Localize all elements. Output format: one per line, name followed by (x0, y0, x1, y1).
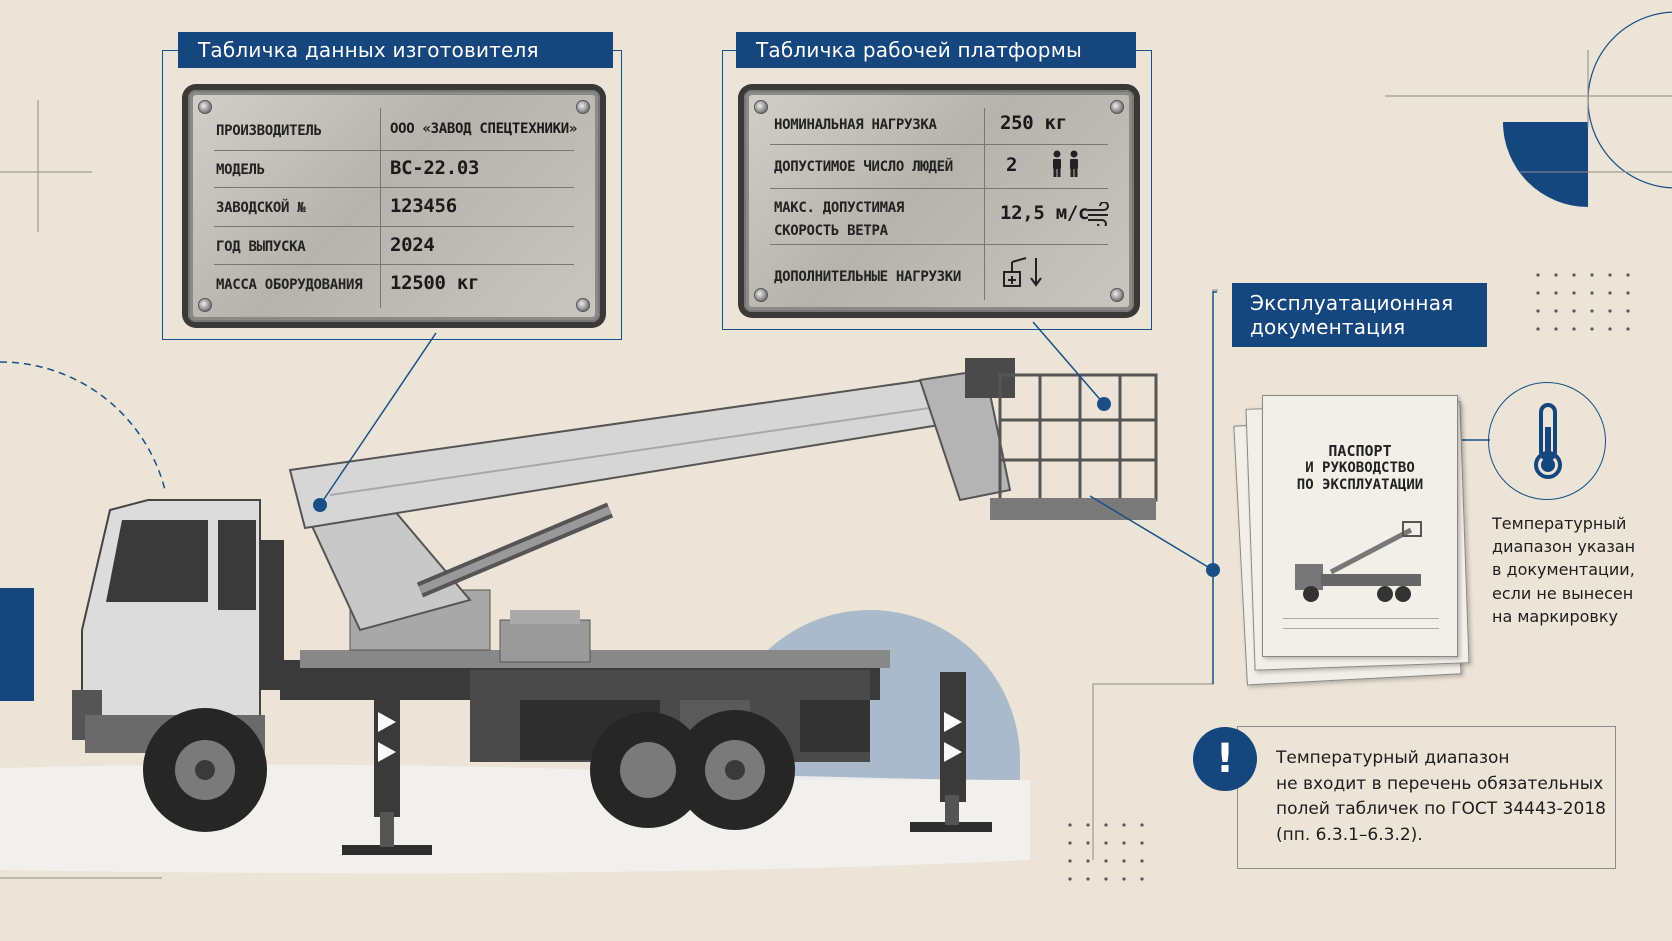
doc-truck-thumbnail (1295, 521, 1422, 602)
wind-icon (1088, 202, 1109, 226)
plate-label-rated-load: НОМИНАЛЬНАЯ НАГРУЗКА (774, 117, 937, 133)
plate-value-year: 2024 (390, 234, 435, 256)
doc-title-line3: ПО ЭКСПЛУАТАЦИИ (1296, 476, 1424, 493)
platform-plate: НОМИНАЛЬНАЯ НАГРУЗКА 250 кг ДОПУСТИМОЕ Ч… (744, 90, 1134, 312)
manufacturer-plate: ПРОИЗВОДИТЕЛЬ ООО «ЗАВОД СПЕЦТЕХНИКИ» МО… (188, 90, 600, 322)
plate-label-year: ГОД ВЫПУСКА (216, 239, 306, 255)
documentation-header-line1: Эксплуатационная (1250, 291, 1454, 315)
warning-note: Температурный диапазон не входит в переч… (1276, 748, 1606, 845)
plate-label-extra-loads: ДОПОЛНИТЕЛЬНЫЕ НАГРУЗКИ (774, 269, 961, 285)
plate-label-wind-line2: СКОРОСТЬ ВЕТРА (774, 223, 888, 239)
thermometer-icon (1488, 382, 1606, 500)
plate-label-manufacturer: ПРОИЗВОДИТЕЛЬ (216, 123, 322, 139)
plate-value-serial: 123456 (390, 195, 457, 217)
doc-title-line2: И РУКОВОДСТВО (1305, 460, 1415, 476)
plate-value-wind: 12,5 м/с (1000, 202, 1090, 224)
doc-title-line1: ПАСПОРТ (1328, 442, 1392, 460)
thermometer-note: Температурный диапазон указан в документ… (1492, 514, 1636, 626)
plate-value-rated-load: 250 кг (1000, 112, 1067, 134)
two-people-icon (1053, 150, 1078, 177)
documentation-header: Эксплуатационная документация (1232, 283, 1487, 347)
warning-frame (1237, 726, 1616, 869)
plate-value-mass: 12500 кг (390, 272, 480, 294)
manufacturer-plate-header: Табличка данных изготовителя (178, 32, 613, 68)
passport-document: ПАСПОРТ И РУКОВОДСТВО ПО ЭКСПЛУАТАЦИИ (1262, 395, 1458, 657)
documentation-header-line2: документация (1250, 315, 1406, 339)
plate-label-mass: МАССА ОБОРУДОВАНИЯ (216, 277, 363, 293)
plate-label-serial: ЗАВОДСКОЙ № (216, 200, 306, 216)
platform-plate-header: Табличка рабочей платформы (736, 32, 1136, 68)
plate-value-people: 2 (1006, 154, 1018, 176)
exclamation-icon: ! (1193, 727, 1257, 791)
plate-label-people: ДОПУСТИМОЕ ЧИСЛО ЛЮДЕЙ (774, 159, 953, 175)
plate-value-model: ВС-22.03 (390, 157, 480, 179)
plate-value-manufacturer: ООО «ЗАВОД СПЕЦТЕХНИКИ» (390, 121, 577, 137)
extra-load-icon (1003, 257, 1042, 287)
plate-label-wind-line1: МАКС. ДОПУСТИМАЯ (774, 200, 905, 216)
plate-label-model: МОДЕЛЬ (216, 162, 265, 178)
